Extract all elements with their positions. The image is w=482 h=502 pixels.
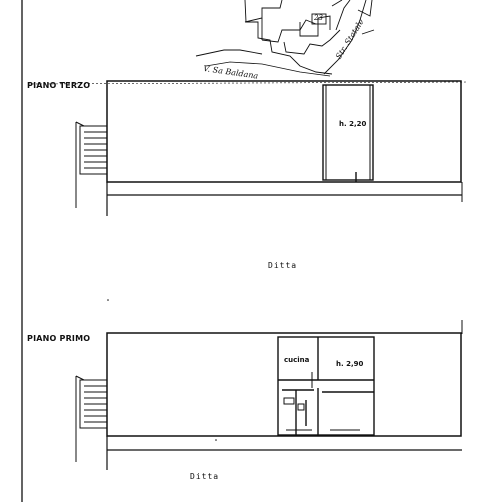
piano-primo-plan [75,320,463,470]
piano-terzo-outline [106,80,462,183]
piano-terzo-room [322,84,374,181]
piano-primo-neighbour: Ditta [190,472,220,481]
piano-terzo-staircase [75,121,108,208]
piano-terzo-height: h. 2,20 [339,120,367,128]
piano-terzo-neighbour: Ditta [268,261,298,270]
piano-primo-outline [106,332,462,437]
piano-primo-title: PIANO PRIMO [27,334,91,343]
piano-terzo-plan [75,80,463,216]
map-parcel-number: 23 [314,14,323,22]
piano-primo-room-cucina: cucina [284,356,310,364]
piano-primo-staircase [75,375,108,462]
piano-primo-apartment [277,336,375,436]
piano-primo-height: h. 2,90 [336,360,364,368]
map-divider [27,81,469,85]
cadastral-map [195,0,375,77]
piano-terzo-title: PIANO TERZO [27,81,91,90]
